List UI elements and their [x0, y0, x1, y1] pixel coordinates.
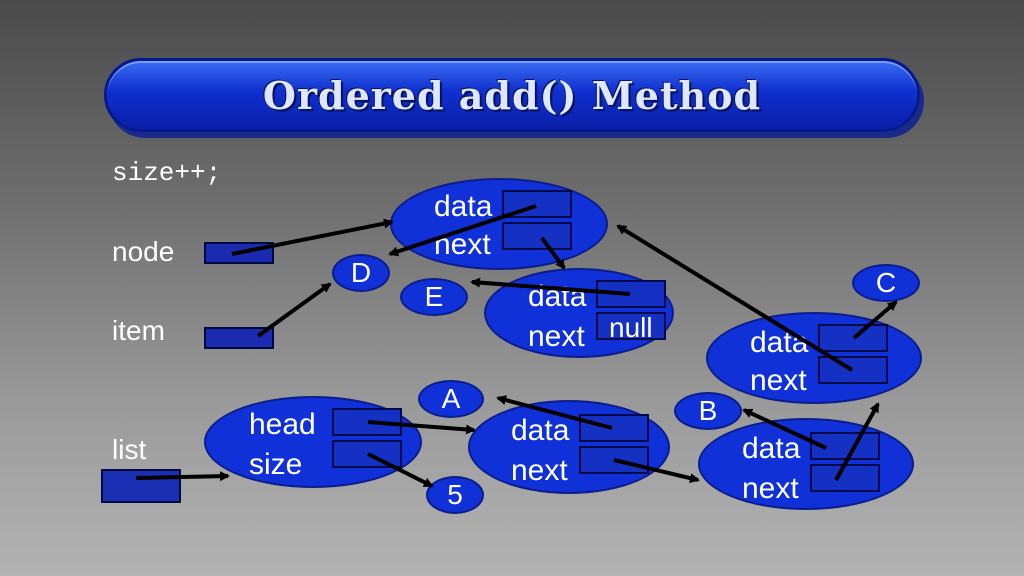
- node-bottom-middle-data-field: [579, 414, 649, 442]
- arrow-bm-data-to-A: [496, 395, 613, 430]
- node-top-data-label: data: [434, 190, 493, 223]
- value-E: E: [400, 278, 468, 316]
- arrow-head-to-bottom-middle: [367, 420, 476, 435]
- label-node: node: [112, 236, 175, 267]
- value-C: C: [852, 264, 920, 302]
- node-right-next-field: [818, 356, 888, 384]
- arrow-item-to-D: [256, 282, 332, 338]
- node-bottom-right-data-label: data: [742, 432, 801, 465]
- label-item: item: [112, 315, 165, 346]
- arrow-node-to-top: [231, 218, 394, 256]
- label-list: list: [112, 434, 147, 465]
- node-right-data-label: data: [750, 326, 809, 359]
- arrow-right-data-to-C: [852, 300, 898, 340]
- node-middle-next-label: next: [528, 320, 585, 353]
- value-size-5: 5: [426, 476, 484, 514]
- arrow-br-next-to-right: [834, 402, 880, 481]
- arrow-size-to-5: [367, 452, 434, 488]
- arrow-right-next-to-top: [616, 224, 854, 372]
- arrow-middle-data-to-E: [470, 277, 631, 296]
- node-bottom-middle-next-label: next: [511, 454, 568, 487]
- arrow-top-data-to-D: [388, 204, 537, 257]
- node-right-data-field: [818, 324, 888, 352]
- arrow-br-data-to-B: [742, 408, 827, 450]
- list-ref-box: [101, 469, 181, 503]
- null-value: null: [609, 312, 653, 343]
- value-B: B: [674, 392, 742, 430]
- size-label: size: [249, 448, 303, 481]
- title-banner: Ordered add() Method: [104, 58, 920, 132]
- arrow-bm-next-to-br: [613, 458, 700, 484]
- arrow-top-next-to-middle: [540, 236, 566, 270]
- node-right-next-label: next: [750, 364, 807, 397]
- item-ref-box: [204, 327, 274, 349]
- node-bottom-right-next-label: next: [742, 472, 799, 505]
- node-bottom-right-next-field: [810, 464, 880, 492]
- head-label: head: [249, 408, 316, 441]
- node-bottom-middle-data-label: data: [511, 414, 570, 447]
- code-line: size++;: [112, 158, 222, 188]
- arrow-list-to-header: [135, 471, 230, 482]
- value-A: A: [418, 380, 484, 418]
- slide-title: Ordered add() Method: [262, 73, 762, 118]
- node-top-next-field: [502, 222, 572, 250]
- value-D: D: [332, 254, 390, 292]
- node-middle-next-field: [596, 312, 666, 340]
